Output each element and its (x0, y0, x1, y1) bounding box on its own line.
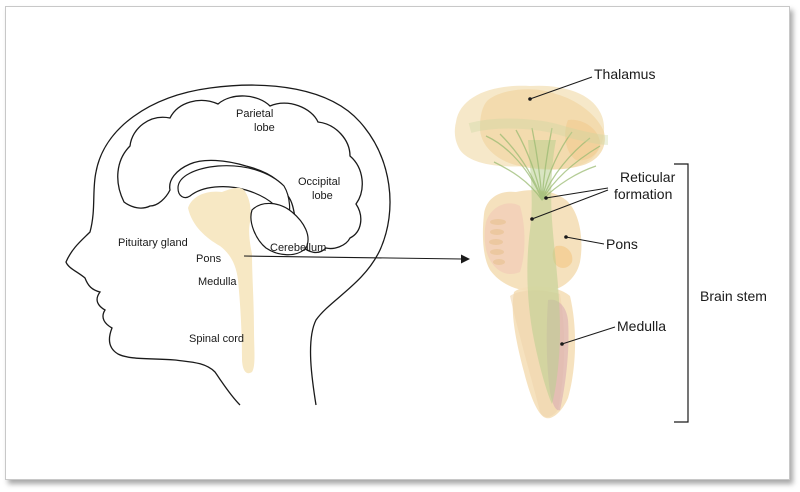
pons-ridges (489, 219, 506, 265)
cerebellum (250, 202, 309, 256)
label-occipital-lobe-1: Occipital (298, 176, 340, 188)
label-brain-stem: Brain stem (700, 288, 767, 304)
brainstem-detail (454, 85, 609, 419)
label-spinal-cord: Spinal cord (189, 333, 244, 345)
brainstem-labels: Thalamus Reticular formation Pons Medull… (528, 66, 767, 423)
label-medulla-head: Medulla (198, 276, 237, 288)
head-labels: Parietal lobe Occipital lobe Pituitary g… (118, 108, 340, 345)
label-thalamus: Thalamus (594, 66, 655, 82)
pons-side (552, 245, 573, 268)
reticular-fibers (485, 127, 601, 201)
label-reticular-1: Reticular (620, 169, 676, 185)
head-brainstem (188, 187, 255, 374)
head-profile (65, 84, 391, 406)
label-medulla-stem: Medulla (617, 318, 666, 334)
head-outline (65, 84, 391, 406)
label-parietal-lobe-2: lobe (254, 122, 275, 134)
figure-frame (5, 6, 790, 480)
thalamus-inner (565, 119, 600, 161)
fiber-band (468, 118, 609, 145)
label-pituitary-gland: Pituitary gland (118, 237, 188, 249)
label-pons-head: Pons (196, 253, 222, 265)
cerebrum-outline (117, 95, 363, 254)
reticular-formation (527, 140, 560, 404)
label-reticular-2: formation (614, 186, 672, 202)
pointer-arrow (243, 254, 470, 264)
brain-stem-bracket (674, 163, 689, 423)
label-cerebellum: Cerebellum (270, 242, 326, 254)
label-parietal-lobe-1: Parietal (236, 108, 273, 120)
label-pons-stem: Pons (606, 236, 638, 252)
label-occipital-lobe-2: lobe (312, 190, 333, 202)
